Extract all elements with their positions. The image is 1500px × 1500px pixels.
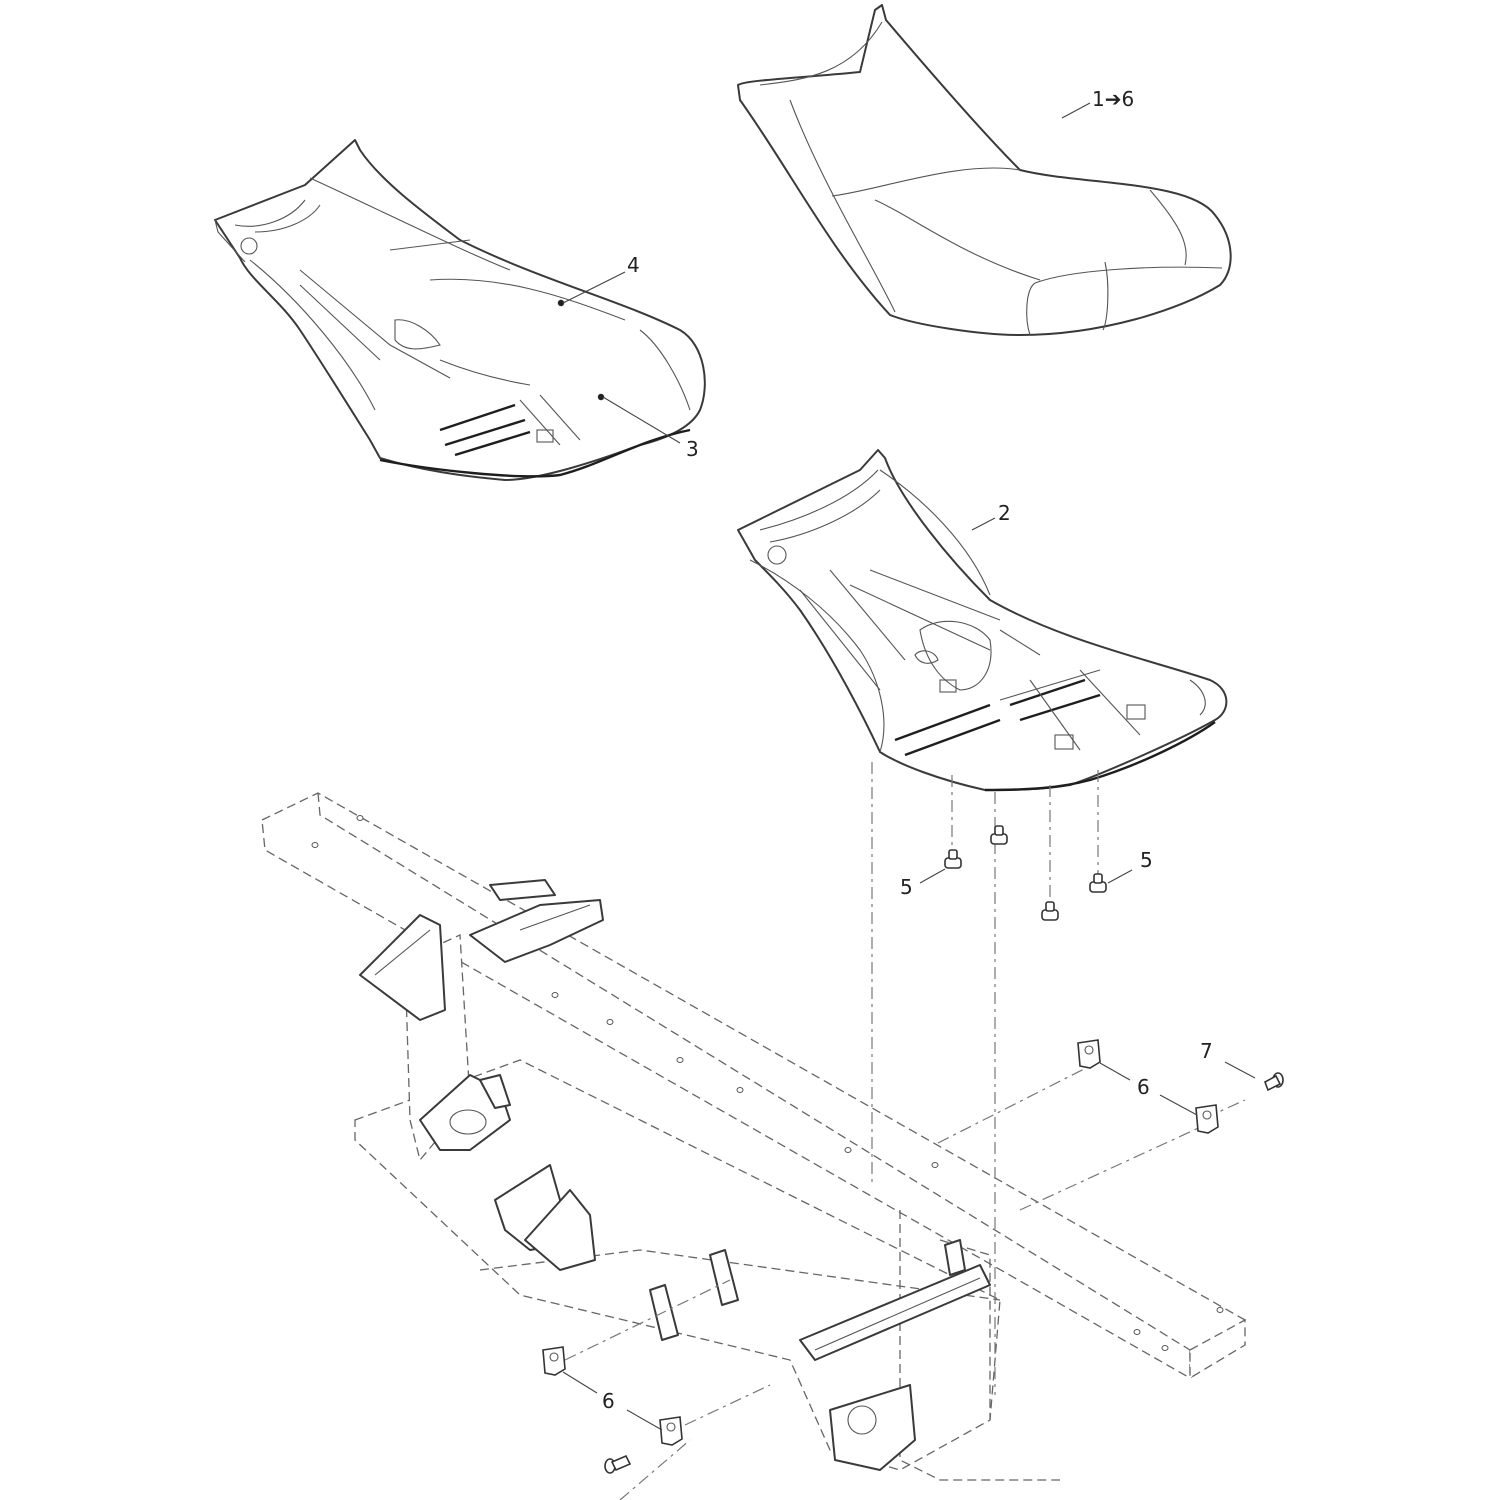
seat-base	[737, 449, 1228, 792]
callout-5-left: 5	[900, 875, 913, 899]
latch-block-lower-left	[542, 1346, 566, 1376]
grommets	[944, 825, 1107, 921]
latch-block-upper-right	[1195, 1104, 1219, 1134]
latch-block-lower-right	[659, 1416, 683, 1446]
grommet-b	[990, 825, 1008, 845]
frame-side-rail	[799, 1264, 991, 1361]
grommet-c	[1041, 901, 1059, 921]
latch-block-upper-left	[1077, 1039, 1101, 1069]
screw-upper	[1264, 1072, 1284, 1092]
grommet-d	[1089, 873, 1107, 893]
seat-assembly	[737, 4, 1232, 336]
assembly-centerlines	[564, 762, 1246, 1500]
callout-6-upper: 6	[1137, 1075, 1150, 1099]
frame-bracket-upper	[469, 879, 604, 963]
frame-bracket-left	[359, 914, 446, 1021]
callout-2: 2	[998, 501, 1011, 525]
leader-lines	[562, 102, 1256, 1431]
seat-base-with-foam	[214, 139, 706, 481]
frame-end-cap	[829, 1384, 916, 1471]
frame-gusset-pair	[494, 1164, 596, 1271]
frame-mount-ring	[419, 1074, 511, 1151]
callout-dot-4	[557, 299, 565, 307]
grommet-a	[944, 849, 962, 869]
frame-assembly	[261, 792, 1246, 1481]
callout-7: 7	[1200, 1039, 1213, 1063]
callout-3: 3	[686, 437, 699, 461]
callout-6-lower: 6	[602, 1389, 615, 1413]
latch-blocks	[542, 1039, 1219, 1446]
callout-4: 4	[627, 253, 640, 277]
screw-lower	[604, 1454, 632, 1474]
callout-5-right: 5	[1140, 848, 1153, 872]
callout-labels: 1➔6 2 3 4 5 5 6 6 7	[602, 87, 1213, 1413]
callout-dot-3	[597, 393, 605, 401]
screws	[604, 1072, 1284, 1474]
frame-holes	[311, 815, 1224, 1351]
callout-1-to-6: 1➔6	[1092, 87, 1134, 111]
